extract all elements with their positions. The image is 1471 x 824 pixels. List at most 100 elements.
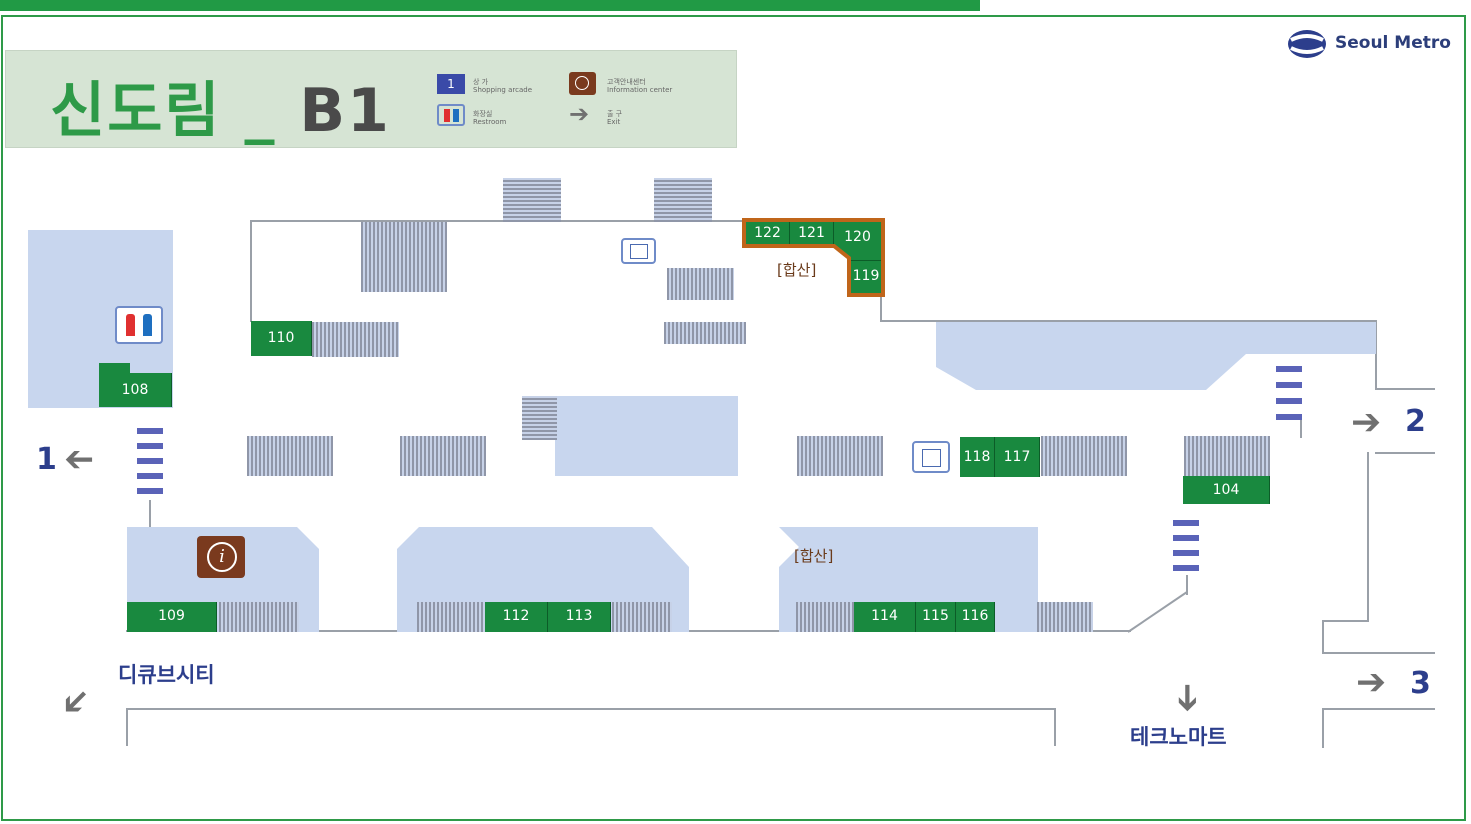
shop-108[interactable]: 108 [99, 373, 172, 407]
shop-110[interactable]: 110 [251, 321, 312, 356]
escalator [664, 322, 746, 344]
escalator [1041, 436, 1127, 476]
title-separator: _ [244, 76, 277, 146]
title-panel [5, 50, 737, 148]
logo-text: Seoul Metro [1335, 33, 1451, 53]
wall-segment [250, 220, 745, 222]
shop-104[interactable]: 104 [1183, 476, 1270, 504]
level-label: B1 [299, 76, 391, 146]
station-name: 신도림 [50, 76, 222, 146]
restroom-legend-ko: 화장실 [473, 110, 493, 118]
shop-121[interactable]: 121 [790, 222, 834, 244]
walkway-marker [1173, 565, 1199, 571]
exit-1-arrow-icon: ➔ [64, 439, 95, 480]
wall-segment [126, 708, 128, 746]
walkway-marker [137, 458, 163, 464]
walkway-marker [1276, 382, 1302, 388]
merged-label-bottom: [합산] [794, 547, 834, 565]
restroom-legend-en: Restroom [473, 118, 507, 126]
technomart-label[interactable]: 테크노마트 [1130, 725, 1227, 749]
exit-2-number[interactable]: 2 [1405, 404, 1426, 439]
shop-114[interactable]: 114 [854, 602, 916, 632]
walkway-marker [1173, 535, 1199, 541]
page-title: 신도림 _ B1 [50, 62, 391, 149]
merged-shop-outline [742, 218, 885, 297]
wall-segment [1375, 388, 1435, 390]
elevator-icon [912, 441, 950, 473]
technomart-arrow-icon: ➔ [1167, 682, 1209, 714]
seoul-metro-logo: Seoul Metro [1287, 28, 1457, 60]
wall-segment [1322, 708, 1324, 748]
seoul-metro-logo-icon [1288, 30, 1326, 58]
exit-3-arrow-icon: ➔ [1356, 662, 1387, 703]
restroom-legend-icon [437, 104, 465, 126]
right-corridor [936, 322, 1376, 390]
escalator [796, 602, 854, 632]
shop-120[interactable]: 120 [844, 229, 871, 245]
info-legend-ko: 고객안내센터 [607, 78, 646, 86]
shop-legend-icon: 1 [437, 74, 465, 94]
walkway-marker [1173, 520, 1199, 526]
elevator-icon [621, 238, 656, 264]
shop-122[interactable]: 122 [746, 222, 790, 244]
stairs [522, 396, 557, 440]
walkway-marker [137, 488, 163, 494]
wall-diagonal [1127, 591, 1188, 633]
escalator [797, 436, 883, 476]
escalator [1184, 436, 1270, 476]
info-legend-en: Information center [607, 86, 673, 94]
shop-115[interactable]: 115 [916, 602, 956, 632]
walkway-marker [1276, 414, 1302, 420]
escalator [312, 322, 399, 357]
merged-label-top: [합산] [777, 261, 817, 279]
wall-segment [149, 500, 151, 528]
shop-113[interactable]: 113 [548, 602, 611, 632]
stairs-top-left [503, 178, 561, 222]
shop-118[interactable]: 118 [960, 437, 995, 477]
exit-2-arrow-icon: ➔ [1351, 402, 1382, 443]
walkway-marker [1276, 398, 1302, 404]
map-frame [1, 15, 1466, 821]
shop-117[interactable]: 117 [995, 437, 1040, 477]
wall-segment [1367, 452, 1369, 622]
escalator [361, 222, 447, 292]
restroom-icon [115, 306, 163, 344]
escalator [400, 436, 486, 476]
wall-segment [1375, 452, 1435, 454]
walkway-marker [1173, 550, 1199, 556]
wall-segment [1054, 708, 1056, 746]
top-accent-bar [0, 0, 980, 11]
wall-segment [1322, 708, 1435, 710]
escalator [247, 436, 333, 476]
wall-segment [1322, 620, 1369, 622]
escalator [1037, 602, 1093, 632]
wall-segment [126, 708, 1056, 710]
exit-1-number[interactable]: 1 [36, 442, 57, 477]
corridor-block [555, 396, 738, 476]
exit-legend-ko: 출 구 [607, 110, 623, 118]
walkway-marker [137, 473, 163, 479]
escalator [219, 602, 299, 632]
legend: 1 상 가 Shopping arcade 고객안내센터 Information… [436, 72, 726, 132]
wall-segment [880, 320, 1376, 322]
shop-109[interactable]: 109 [127, 602, 217, 632]
escalator [612, 602, 672, 632]
walkway-marker [1276, 366, 1302, 372]
wall-segment [250, 222, 252, 322]
escalator [667, 268, 734, 300]
wall-segment [1300, 420, 1302, 438]
escalator [417, 602, 485, 632]
wall-segment [1186, 575, 1188, 595]
info-center-icon: i [197, 536, 245, 578]
shop-119[interactable]: 119 [851, 260, 881, 290]
shop-legend-ko: 상 가 [473, 78, 489, 86]
shop-108-tab [99, 363, 130, 375]
exit-3-number[interactable]: 3 [1410, 666, 1431, 701]
shop-116[interactable]: 116 [956, 602, 995, 632]
walkway-marker [137, 428, 163, 434]
shop-112[interactable]: 112 [485, 602, 548, 632]
wall-segment [1375, 320, 1377, 390]
exit-legend-en: Exit [607, 118, 621, 126]
dcube-city-label[interactable]: 디큐브시티 [118, 663, 215, 687]
exit-legend-arrow-icon: ➔ [569, 100, 590, 128]
